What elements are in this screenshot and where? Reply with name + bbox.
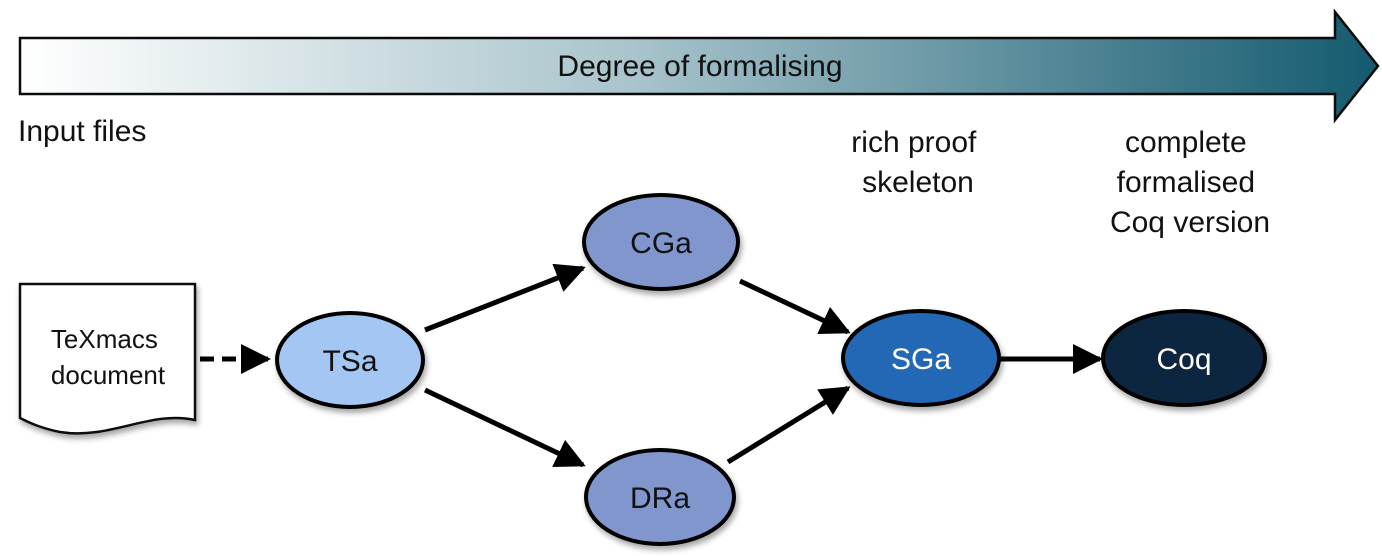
rich-proof-line-2: skeleton	[862, 166, 974, 199]
document-icon	[18, 282, 197, 435]
node-coq: Coq	[1101, 309, 1267, 407]
input-files-label: Input files	[18, 115, 146, 148]
complete-line-3: Coq version	[1110, 206, 1270, 239]
node-sga-shape	[841, 309, 1001, 407]
node-cga: CGa	[582, 193, 740, 291]
node-dra-label: DRa	[630, 482, 690, 515]
node-tsa-shape	[275, 311, 425, 409]
node-tsa: TSa	[275, 311, 425, 409]
node-coq-shape	[1101, 309, 1267, 407]
rich-proof-line-1: rich proof	[851, 126, 977, 159]
edge-tsa-to-dra	[423, 387, 586, 468]
node-cga-label: CGa	[630, 227, 692, 260]
node-cga-shape	[582, 193, 740, 291]
node-coq-label: Coq	[1156, 343, 1211, 376]
complete-coq-version-label: complete formalised Coq version	[1110, 126, 1270, 239]
banner-arrow-shape	[18, 8, 1380, 124]
texmacs-document-node	[18, 282, 197, 435]
edge-dra-to-sga	[726, 385, 851, 465]
edge-cga-to-sga	[738, 278, 851, 335]
degree-of-formalising-banner: Degree of formalising	[18, 8, 1380, 124]
rich-proof-skeleton-label: rich proof skeleton	[851, 126, 984, 199]
complete-line-2: formalised	[1117, 166, 1255, 199]
node-sga: SGa	[841, 309, 1001, 407]
node-tsa-label: TSa	[322, 345, 377, 378]
node-sga-label: SGa	[891, 343, 951, 376]
banner-label: Degree of formalising	[557, 50, 842, 83]
edges	[200, 263, 1103, 468]
edge-tsa-to-cga	[424, 263, 586, 333]
document-line-1: TeXmacs	[51, 324, 158, 354]
complete-line-1: complete	[1125, 126, 1247, 159]
document-label: TeXmacs document	[51, 324, 166, 390]
node-dra-shape	[584, 448, 736, 546]
node-dra: DRa	[584, 448, 736, 546]
document-line-2: document	[51, 360, 166, 390]
